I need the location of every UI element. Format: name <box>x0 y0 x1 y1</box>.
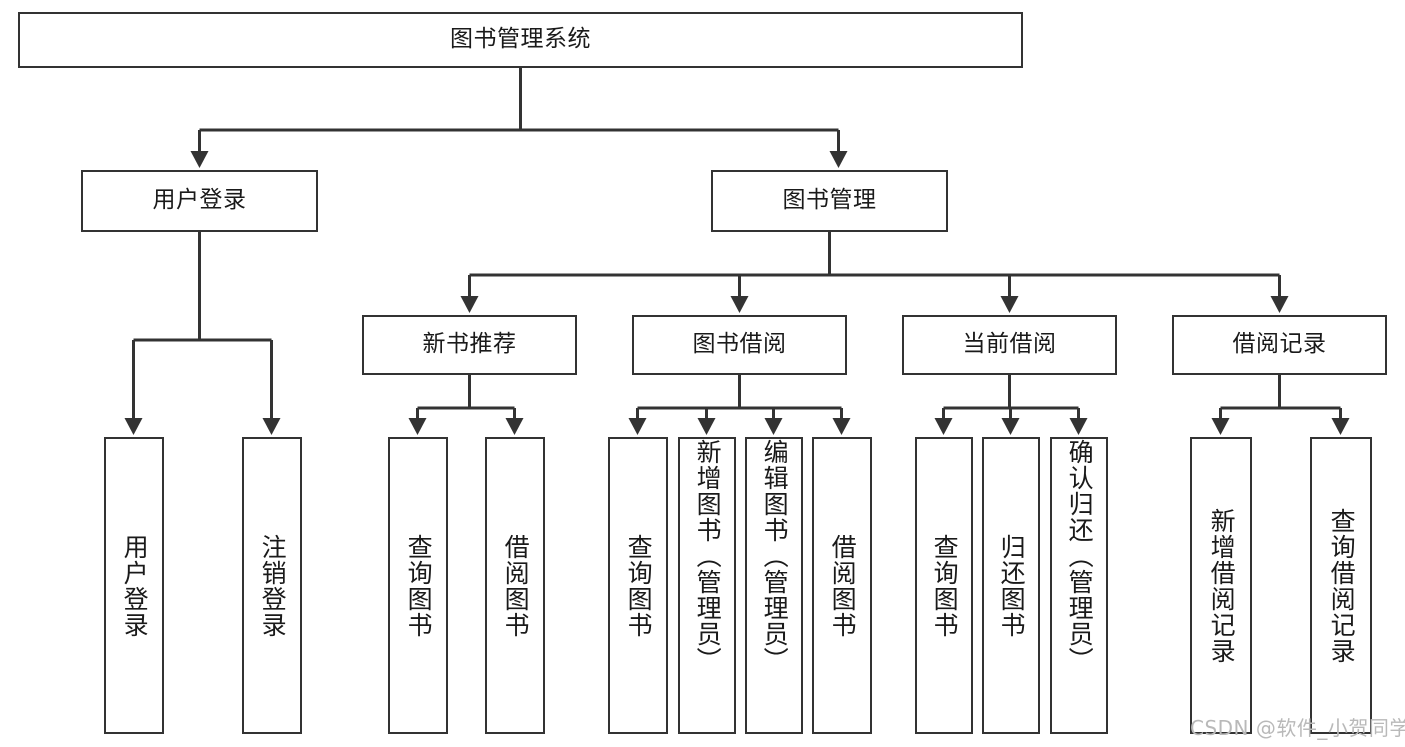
node-current-borrow[interactable]: 当前借阅 <box>902 315 1117 375</box>
node-book-borrow-label: 图书借阅 <box>692 331 787 358</box>
node-leaf-query-borrow-record-label: 查询借阅记录 <box>1327 507 1357 664</box>
arrowhead-icon <box>697 418 716 435</box>
node-leaf-confirm-return-admin[interactable]: 确认归还（管理员） <box>1050 437 1108 734</box>
node-leaf-return-book[interactable]: 归还图书 <box>982 437 1040 734</box>
node-user-login[interactable]: 用户登录 <box>81 170 318 232</box>
node-leaf-edit-book-admin-label: 编辑图书（管理员） <box>760 439 790 673</box>
node-borrow-record[interactable]: 借阅记录 <box>1172 315 1387 375</box>
node-leaf-query-book-label: 查询图书 <box>624 533 654 638</box>
node-book-manage[interactable]: 图书管理 <box>711 170 948 232</box>
node-leaf-edit-book-admin[interactable]: 编辑图书（管理员） <box>745 437 803 734</box>
node-book-borrow[interactable]: 图书借阅 <box>632 315 847 375</box>
node-leaf-borrow-book-rec[interactable]: 借阅图书 <box>485 437 545 734</box>
node-leaf-add-book-admin[interactable]: 新增图书（管理员） <box>678 437 736 734</box>
node-leaf-add-borrow-record-label: 新增借阅记录 <box>1207 507 1237 664</box>
node-leaf-user-login[interactable]: 用户登录 <box>104 437 164 734</box>
arrowhead-icon <box>1270 296 1289 313</box>
node-leaf-add-book-admin-label: 新增图书（管理员） <box>693 439 723 673</box>
node-book-manage-label: 图书管理 <box>782 187 877 214</box>
arrowhead-icon <box>1001 418 1020 435</box>
arrowhead-icon <box>408 418 427 435</box>
arrowhead-icon <box>460 296 479 313</box>
node-leaf-query-book[interactable]: 查询图书 <box>608 437 668 734</box>
node-leaf-logout-label: 注销登录 <box>258 533 288 638</box>
node-current-borrow-label: 当前借阅 <box>962 331 1057 358</box>
arrowhead-icon <box>1069 418 1088 435</box>
arrowhead-icon <box>1331 418 1350 435</box>
arrowhead-icon <box>628 418 647 435</box>
arrowhead-icon <box>262 418 281 435</box>
arrowhead-icon <box>1211 418 1230 435</box>
node-leaf-query-book-rec[interactable]: 查询图书 <box>388 437 448 734</box>
node-leaf-borrow-book-rec-label: 借阅图书 <box>501 533 531 638</box>
node-leaf-query-book-rec-label: 查询图书 <box>404 533 434 638</box>
arrowhead-icon <box>829 151 848 168</box>
arrowhead-icon <box>505 418 524 435</box>
node-leaf-query-book-cur-label: 查询图书 <box>930 533 960 638</box>
node-leaf-borrow-book[interactable]: 借阅图书 <box>812 437 872 734</box>
node-user-login-label: 用户登录 <box>152 187 247 214</box>
node-leaf-query-borrow-record[interactable]: 查询借阅记录 <box>1310 437 1372 734</box>
arrowhead-icon <box>124 418 143 435</box>
arrowhead-icon <box>934 418 953 435</box>
node-leaf-user-login-label: 用户登录 <box>120 533 150 638</box>
node-leaf-add-borrow-record[interactable]: 新增借阅记录 <box>1190 437 1252 734</box>
node-root-system[interactable]: 图书管理系统 <box>18 12 1023 68</box>
node-leaf-borrow-book-label: 借阅图书 <box>828 533 858 638</box>
node-root-system-label: 图书管理系统 <box>450 26 591 53</box>
arrowhead-icon <box>764 418 783 435</box>
node-borrow-record-label: 借阅记录 <box>1232 331 1327 358</box>
node-leaf-confirm-return-admin-label: 确认归还（管理员） <box>1065 439 1095 673</box>
node-leaf-return-book-label: 归还图书 <box>997 533 1027 638</box>
arrowhead-icon <box>190 151 209 168</box>
node-leaf-logout[interactable]: 注销登录 <box>242 437 302 734</box>
connector-arrowheads <box>124 151 1350 435</box>
node-new-book-rec-label: 新书推荐 <box>422 331 517 358</box>
node-new-book-rec[interactable]: 新书推荐 <box>362 315 577 375</box>
arrowhead-icon <box>1000 296 1019 313</box>
arrowhead-icon <box>832 418 851 435</box>
node-leaf-query-book-cur[interactable]: 查询图书 <box>915 437 973 734</box>
arrowhead-icon <box>730 296 749 313</box>
